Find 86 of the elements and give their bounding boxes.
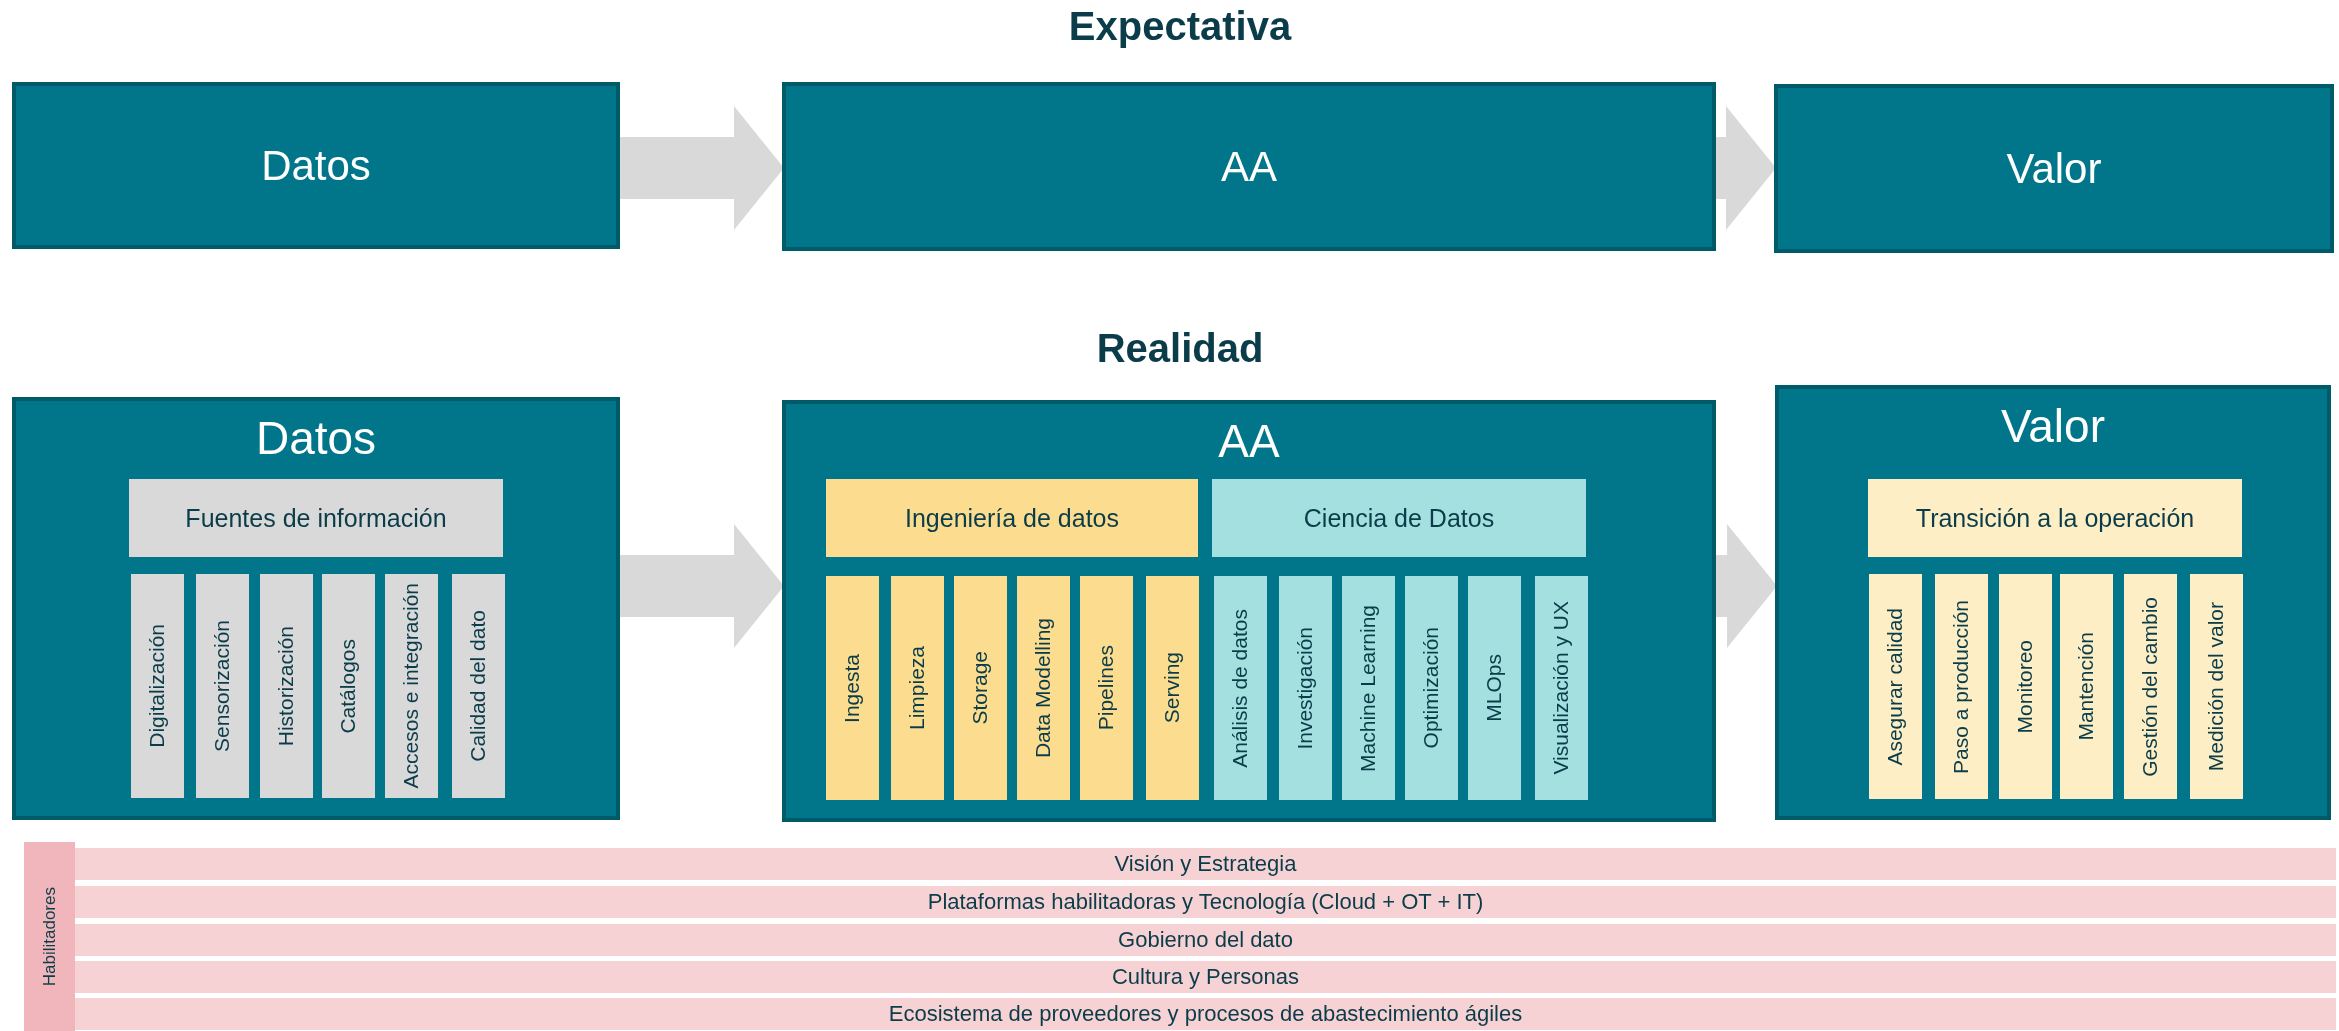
category-header	[129, 479, 503, 557]
category-header	[1868, 479, 2242, 557]
box-label: Valor	[2006, 144, 2102, 193]
category-column	[954, 576, 1007, 800]
box-label: Fuentes de información	[185, 503, 447, 533]
box-label: Ciencia de Datos	[1303, 503, 1495, 533]
band-label: Plataformas habilitadoras y Tecnología (Cloud + OT + IT)	[927, 889, 1484, 915]
category-column	[1214, 576, 1267, 800]
box-label: Gestión del cambio	[2139, 596, 2162, 777]
box-label: Visualización y UX	[1550, 601, 1573, 775]
category-column	[452, 574, 505, 798]
category-column	[1017, 576, 1070, 800]
box-label: Mantención	[2075, 632, 2098, 741]
box-label: Digitalización	[146, 624, 169, 748]
box-label: Data Modelling	[1032, 617, 1055, 759]
band-label: Gobierno del dato	[1118, 927, 1293, 953]
box-label: Habilitadores	[40, 886, 59, 987]
category-column	[826, 576, 879, 800]
enabler-band	[75, 998, 2336, 1030]
box-label: Serving	[1161, 652, 1184, 724]
box-label: Monitoreo	[2014, 639, 2037, 734]
process-box	[1774, 84, 2334, 253]
box-label: Análisis de datos	[1229, 608, 1252, 768]
box-label: Optimización	[1420, 627, 1443, 749]
box-label: Historización	[275, 625, 298, 747]
band-label: Ecosistema de proveedores y procesos de abastecimiento ágiles	[888, 1001, 1523, 1027]
category-column	[1080, 576, 1133, 800]
block-arrow	[620, 106, 784, 230]
category-column	[1342, 576, 1395, 800]
box-label: Sensorización	[211, 620, 234, 752]
category-column	[1869, 574, 1922, 799]
box-label: Ingesta	[841, 653, 864, 723]
block-arrow	[1716, 524, 1777, 648]
box-label: Ingeniería de datos	[904, 503, 1120, 533]
category-column	[1535, 576, 1588, 800]
enabler-band	[75, 886, 2336, 918]
category-header	[1212, 479, 1586, 557]
category-column	[131, 574, 184, 798]
box-label: Asegurar calidad	[1884, 607, 1907, 766]
section-heading: Expectativa	[1068, 4, 1292, 49]
box-label: AA	[1221, 142, 1277, 191]
process-box	[782, 82, 1716, 251]
category-column	[1468, 576, 1521, 800]
panel-title: Valor	[2001, 399, 2105, 453]
category-header	[826, 479, 1198, 557]
category-column	[1935, 574, 1988, 799]
category-column	[2124, 574, 2177, 799]
category-column	[322, 574, 375, 798]
category-column	[1146, 576, 1199, 800]
box-label: Paso a producción	[1950, 599, 1973, 774]
enabler-band	[75, 924, 2336, 956]
category-column	[1405, 576, 1458, 800]
category-column	[260, 574, 313, 798]
process-box	[12, 82, 620, 249]
box-label: Accesos e integración	[400, 583, 423, 789]
box-label: Investigación	[1294, 626, 1317, 750]
group-panel	[1775, 385, 2331, 820]
block-arrow	[1716, 106, 1776, 230]
box-label: Medición del valor	[2205, 601, 2228, 772]
category-column	[2190, 574, 2243, 799]
side-label-bar	[24, 842, 75, 1031]
box-label: Transición a la operación	[1915, 503, 2195, 533]
panel-title: Datos	[255, 411, 377, 465]
group-panel	[12, 397, 620, 820]
box-label: Catálogos	[337, 638, 360, 734]
enabler-band	[75, 848, 2336, 880]
box-label: Machine Learning	[1357, 604, 1380, 772]
band-label: Cultura y Personas	[1111, 964, 1300, 990]
category-column	[891, 576, 944, 800]
box-label: Datos	[261, 141, 371, 190]
panel-title: AA	[1218, 414, 1280, 468]
section-heading: Realidad	[1096, 326, 1264, 371]
category-column	[1999, 574, 2052, 799]
category-column	[385, 574, 438, 798]
group-panel	[782, 400, 1716, 822]
box-label: Limpieza	[906, 645, 929, 730]
box-label: Storage	[969, 651, 992, 725]
box-label: Calidad del dato	[467, 610, 490, 762]
category-column	[2060, 574, 2113, 799]
block-arrow	[620, 524, 784, 648]
band-label: Visión y Estrategia	[1114, 851, 1297, 877]
enabler-band	[75, 961, 2336, 993]
category-column	[196, 574, 249, 798]
category-column	[1279, 576, 1332, 800]
box-label: Pipelines	[1095, 645, 1118, 731]
box-label: MLOps	[1483, 654, 1506, 722]
